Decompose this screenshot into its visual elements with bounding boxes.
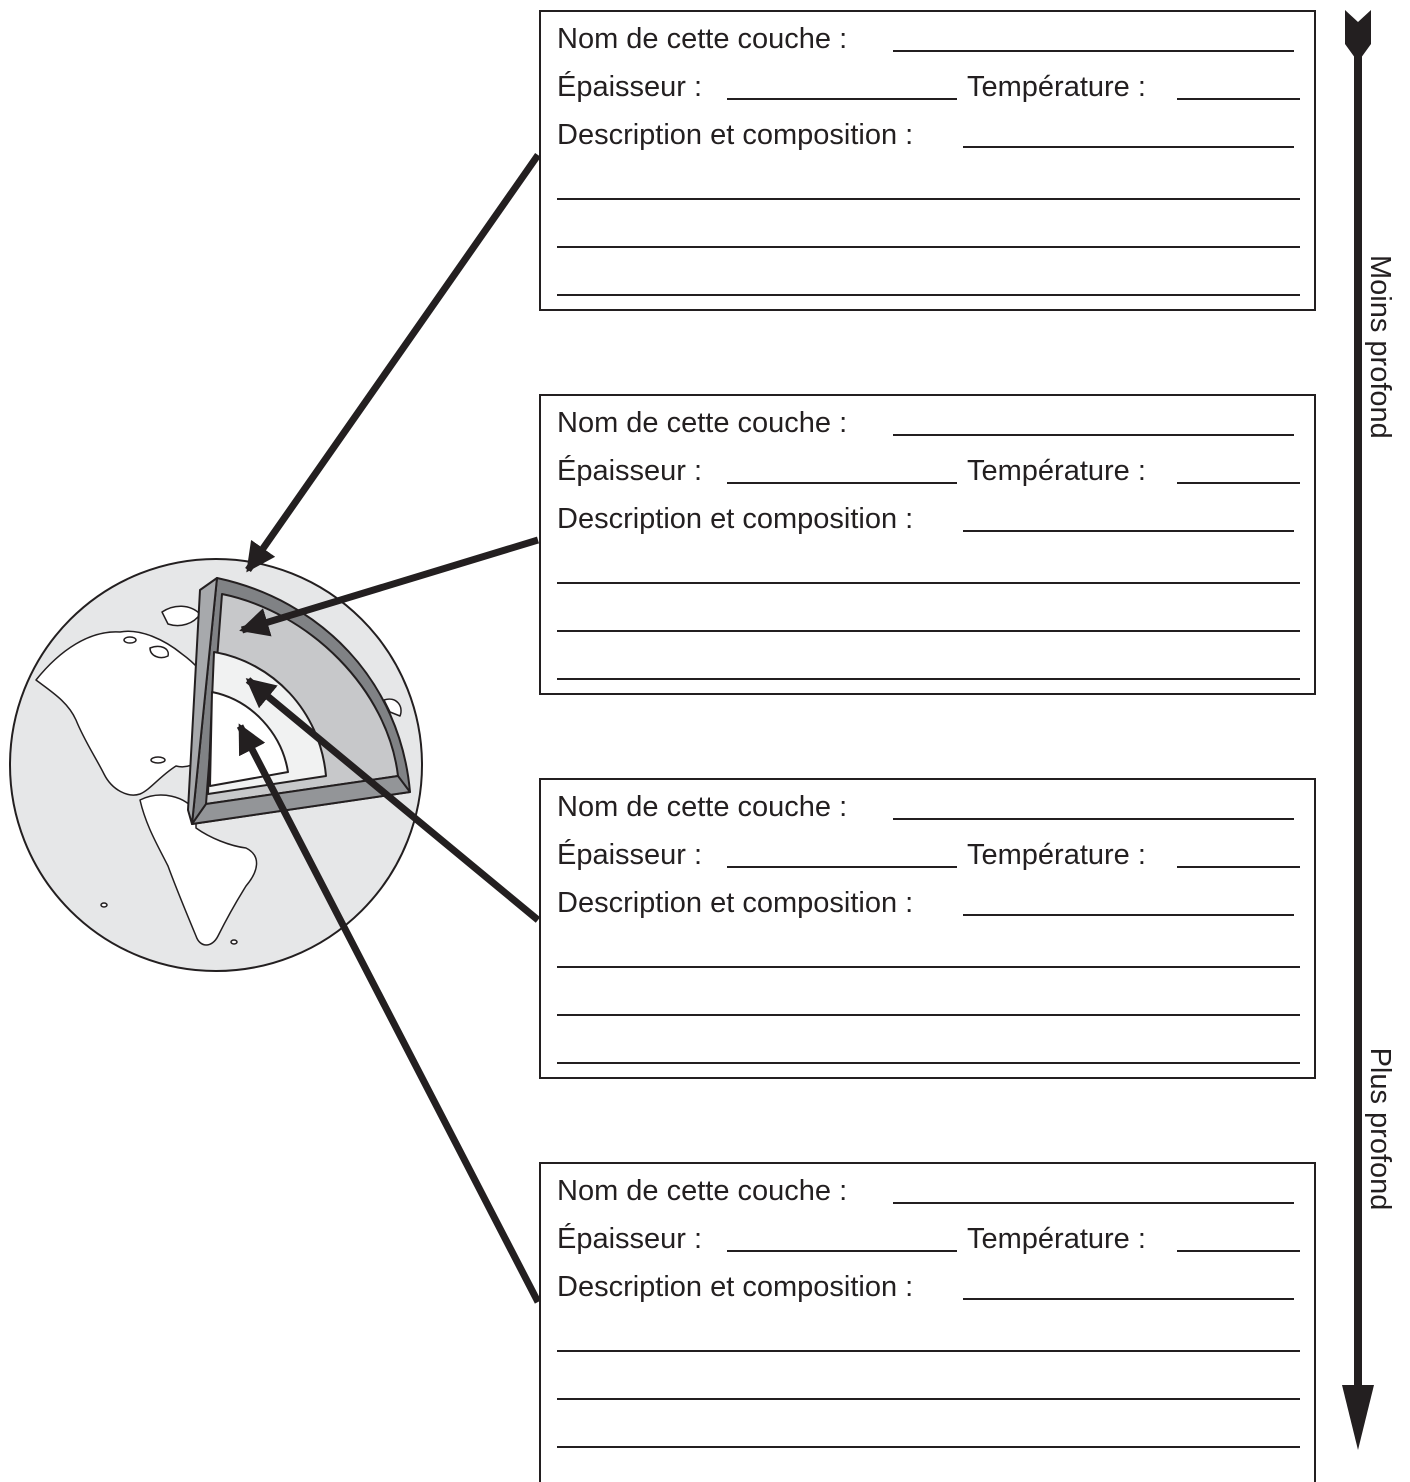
thickness-temperature-row: Épaisseur : Température : — [557, 70, 1300, 104]
description-line[interactable] — [557, 294, 1300, 296]
description-line[interactable] — [557, 246, 1300, 248]
temperature-label: Température : — [967, 839, 1146, 871]
thickness-field[interactable] — [727, 866, 957, 868]
description-row: Description et composition : — [557, 502, 1300, 536]
description-line[interactable] — [557, 1350, 1300, 1352]
description-row: Description et composition : — [557, 118, 1300, 152]
depth-axis — [1342, 10, 1374, 1450]
name-row: Nom de cette couche : — [557, 406, 1300, 440]
description-line[interactable] — [557, 582, 1300, 584]
temperature-field[interactable] — [1177, 1250, 1300, 1252]
description-label: Description et composition : — [557, 503, 914, 535]
description-row: Description et composition : — [557, 1270, 1300, 1304]
arrow-crust — [245, 152, 541, 573]
thickness-label: Épaisseur : — [557, 1223, 703, 1255]
thickness-label: Épaisseur : — [557, 71, 703, 103]
description-line[interactable] — [557, 1398, 1300, 1400]
thickness-temperature-row: Épaisseur : Température : — [557, 838, 1300, 872]
temperature-field[interactable] — [1177, 98, 1300, 100]
axis-arrowhead — [1342, 1385, 1374, 1450]
name-field[interactable] — [893, 434, 1294, 436]
description-field[interactable] — [963, 1298, 1294, 1300]
name-label: Nom de cette couche : — [557, 407, 848, 439]
description-label: Description et composition : — [557, 119, 914, 151]
thickness-temperature-row: Épaisseur : Température : — [557, 1222, 1300, 1256]
layer-card-2: Nom de cette couche : Épaisseur : Tempér… — [539, 394, 1316, 695]
thickness-field[interactable] — [727, 98, 957, 100]
description-line[interactable] — [557, 678, 1300, 680]
arrow-inner-core — [236, 723, 542, 1304]
arrow-outer-core — [245, 677, 541, 923]
description-field[interactable] — [963, 914, 1294, 916]
name-row: Nom de cette couche : — [557, 790, 1300, 824]
temperature-field[interactable] — [1177, 866, 1300, 868]
description-field[interactable] — [963, 146, 1294, 148]
arrow-mantle — [239, 536, 540, 637]
name-field[interactable] — [893, 1202, 1294, 1204]
description-line[interactable] — [557, 1062, 1300, 1064]
name-field[interactable] — [893, 818, 1294, 820]
temperature-label: Température : — [967, 71, 1146, 103]
description-line[interactable] — [557, 198, 1300, 200]
axis-tail — [1345, 10, 1371, 62]
description-line[interactable] — [557, 1446, 1300, 1448]
name-label: Nom de cette couche : — [557, 1175, 848, 1207]
name-field[interactable] — [893, 50, 1294, 52]
description-label: Description et composition : — [557, 1271, 914, 1303]
description-line[interactable] — [557, 1014, 1300, 1016]
name-label: Nom de cette couche : — [557, 23, 848, 55]
temperature-label: Température : — [967, 455, 1146, 487]
thickness-field[interactable] — [727, 1250, 957, 1252]
layer-card-1: Nom de cette couche : Épaisseur : Tempér… — [539, 10, 1316, 311]
temperature-label: Température : — [967, 1223, 1146, 1255]
cut-face — [187, 577, 218, 825]
description-field[interactable] — [963, 530, 1294, 532]
name-row: Nom de cette couche : — [557, 22, 1300, 56]
thickness-field[interactable] — [727, 482, 957, 484]
thickness-temperature-row: Épaisseur : Température : — [557, 454, 1300, 488]
continents — [35, 605, 402, 946]
pointer-arrows — [236, 152, 542, 1304]
description-label: Description et composition : — [557, 887, 914, 919]
layer-card-3: Nom de cette couche : Épaisseur : Tempér… — [539, 778, 1316, 1079]
description-line[interactable] — [557, 630, 1300, 632]
deep-label: Plus profond — [1364, 1047, 1396, 1211]
name-label: Nom de cette couche : — [557, 791, 848, 823]
name-row: Nom de cette couche : — [557, 1174, 1300, 1208]
description-line[interactable] — [557, 966, 1300, 968]
layer-card-4: Nom de cette couche : Épaisseur : Tempér… — [539, 1162, 1316, 1482]
description-row: Description et composition : — [557, 886, 1300, 920]
thickness-label: Épaisseur : — [557, 839, 703, 871]
thickness-label: Épaisseur : — [557, 455, 703, 487]
shallow-label: Moins profond — [1364, 255, 1396, 439]
temperature-field[interactable] — [1177, 482, 1300, 484]
